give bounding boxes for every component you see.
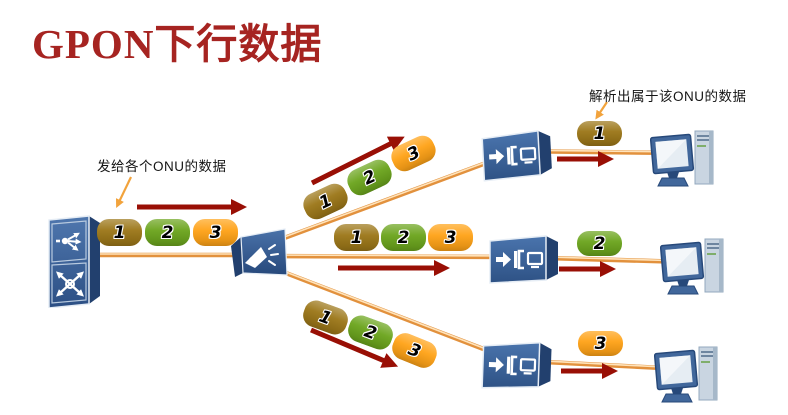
computer-icon xyxy=(659,238,724,295)
onu-parse-label: 解析出属于该ONU的数据 xyxy=(589,89,747,104)
source-data-label: 发给各个ONU的数据 xyxy=(97,159,227,174)
pc-3 xyxy=(653,344,728,412)
pc-1 xyxy=(649,128,724,196)
delivered-packet-2: 2 xyxy=(577,231,622,256)
arrow-in-icon xyxy=(489,154,498,160)
delivered-packet-3: 3 xyxy=(578,331,623,356)
trunk-packet-3: 3 xyxy=(193,219,238,246)
trunk-packet-2: 2 xyxy=(145,219,190,246)
callout-arrow-onu xyxy=(595,101,608,120)
branch2-packet-3: 3 xyxy=(428,224,473,251)
callout-arrow-source xyxy=(115,176,132,208)
bar-icon xyxy=(506,147,511,165)
fiber-olt-splitter xyxy=(87,252,248,258)
splitter-horn-icon xyxy=(231,228,288,277)
branch2-packet-1: 1 xyxy=(334,224,379,251)
olt-device xyxy=(44,206,102,309)
onu-device-icon xyxy=(480,339,554,392)
splitter-device xyxy=(228,224,292,288)
onu-device-1 xyxy=(478,123,557,183)
olt-device-icon xyxy=(47,215,102,309)
switch-crossed-arrows-icon xyxy=(55,271,85,297)
onu-device-icon xyxy=(480,130,552,182)
bracket-icon xyxy=(510,145,518,166)
delivered-packet-1: 1 xyxy=(577,121,622,146)
flow-arrow-branch-1 xyxy=(310,136,405,186)
screen-icon xyxy=(519,147,537,161)
computer-icon xyxy=(649,130,714,187)
fiber-branch-2 xyxy=(249,253,689,265)
onu-device-3 xyxy=(478,334,556,393)
trunk-packet-1: 1 xyxy=(97,219,142,246)
pc-2 xyxy=(659,236,734,304)
flow-arrow-branch-3 xyxy=(310,327,399,368)
page-title: GPON下行数据 xyxy=(32,21,323,67)
branch2-packet-2: 2 xyxy=(381,224,426,251)
onu-device-icon xyxy=(488,234,560,285)
computer-icon xyxy=(653,346,718,403)
optical-split-icon xyxy=(56,232,82,251)
onu-device-2 xyxy=(486,229,562,285)
